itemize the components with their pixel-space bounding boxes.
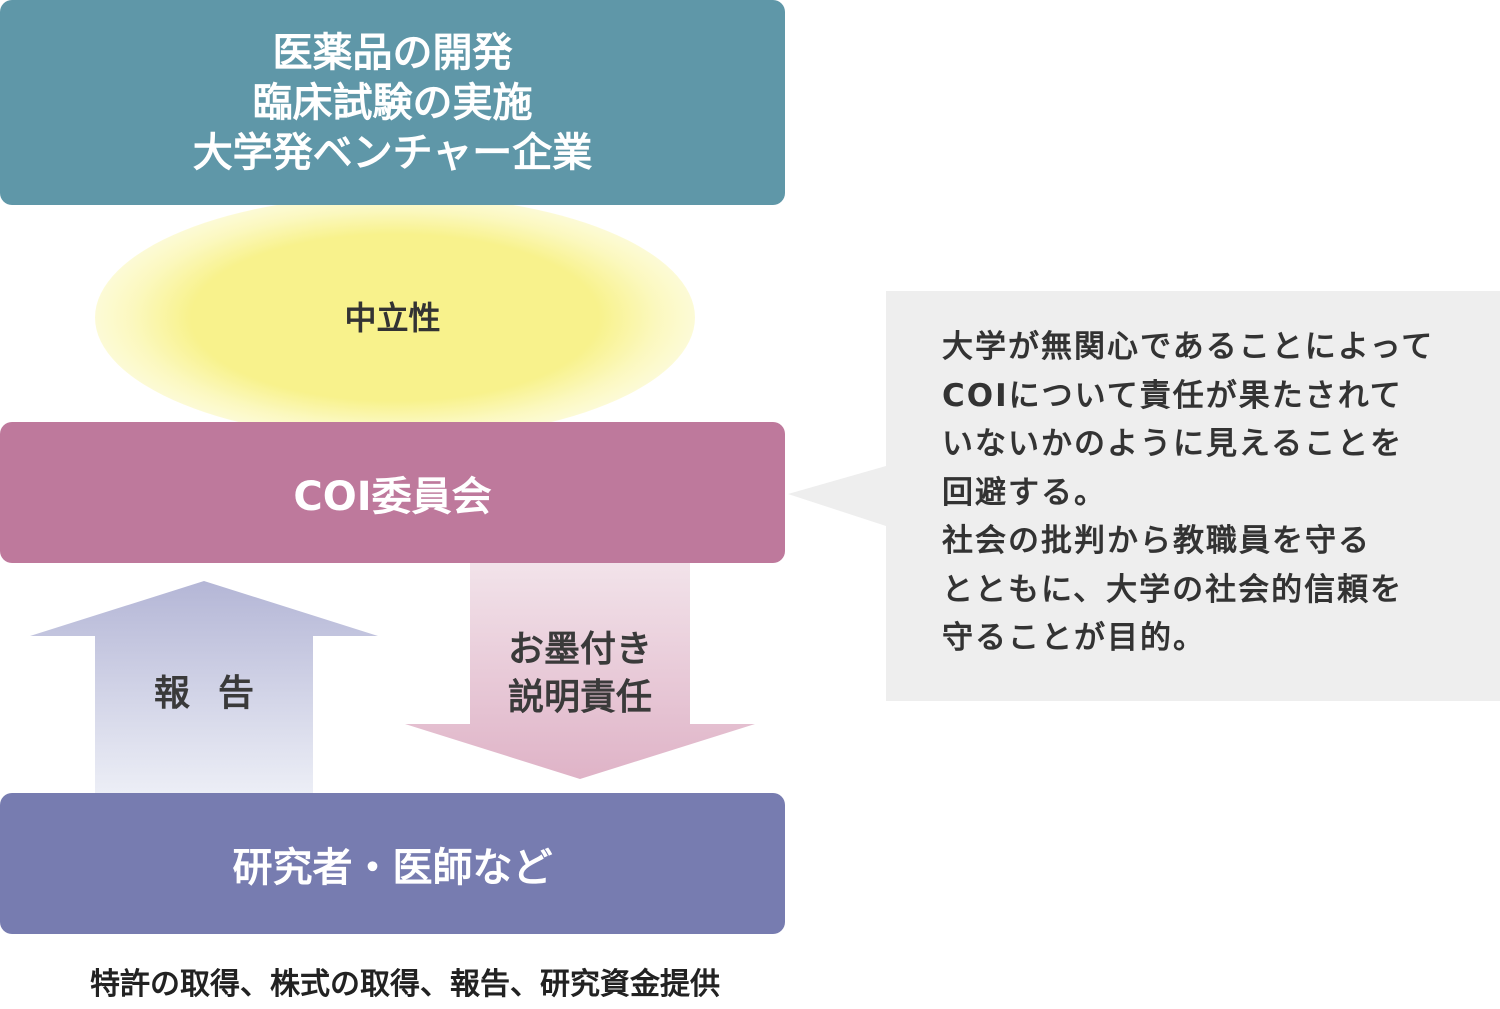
callout-pointer bbox=[788, 466, 886, 526]
coi-committee-label: COI委員会 bbox=[293, 473, 492, 520]
accountability-arrow bbox=[405, 563, 755, 779]
callout-line: いないかのように見えることを bbox=[942, 426, 1404, 462]
accountability-label: お墨付き 説明責任 bbox=[470, 626, 690, 722]
neutrality-label: 中立性 bbox=[344, 299, 441, 337]
callout-line: 守ることが目的。 bbox=[942, 620, 1206, 656]
accountability-line: お墨付き bbox=[507, 629, 652, 670]
callout-line: 回避する。 bbox=[942, 474, 1107, 511]
callout-line: 社会の批判から教職員を守る bbox=[942, 523, 1371, 559]
accountability-line: 説明責任 bbox=[507, 677, 652, 718]
top-box-line: 大学発ベンチャー企業 bbox=[192, 129, 593, 176]
callout-line: 大学が無関心であることによって bbox=[942, 329, 1435, 365]
coi-committee-box: COI委員会 bbox=[0, 422, 785, 563]
neutrality-glow bbox=[95, 195, 695, 440]
researchers-box: 研究者・医師など bbox=[0, 793, 785, 934]
bottom-caption: 特許の取得、株式の取得、報告、研究資金提供 bbox=[90, 967, 720, 1002]
top-box-line: 臨床試験の実施 bbox=[252, 79, 533, 126]
report-label: 報告 bbox=[153, 673, 282, 714]
top-box-line: 医薬品の開発 bbox=[272, 29, 513, 76]
drug-development-box: 医薬品の開発 臨床試験の実施 大学発ベンチャー企業 bbox=[0, 0, 785, 205]
researchers-label: 研究者・医師など bbox=[232, 844, 553, 891]
callout-text: 大学が無関心であることによって COIについて責任が果たされて いないかのように… bbox=[942, 323, 1462, 663]
report-arrow bbox=[30, 581, 378, 793]
callout-box bbox=[886, 291, 1500, 701]
callout-line: COIについて責任が果たされて bbox=[942, 377, 1403, 414]
callout-line: とともに、大学の社会的信頼を bbox=[942, 571, 1404, 608]
